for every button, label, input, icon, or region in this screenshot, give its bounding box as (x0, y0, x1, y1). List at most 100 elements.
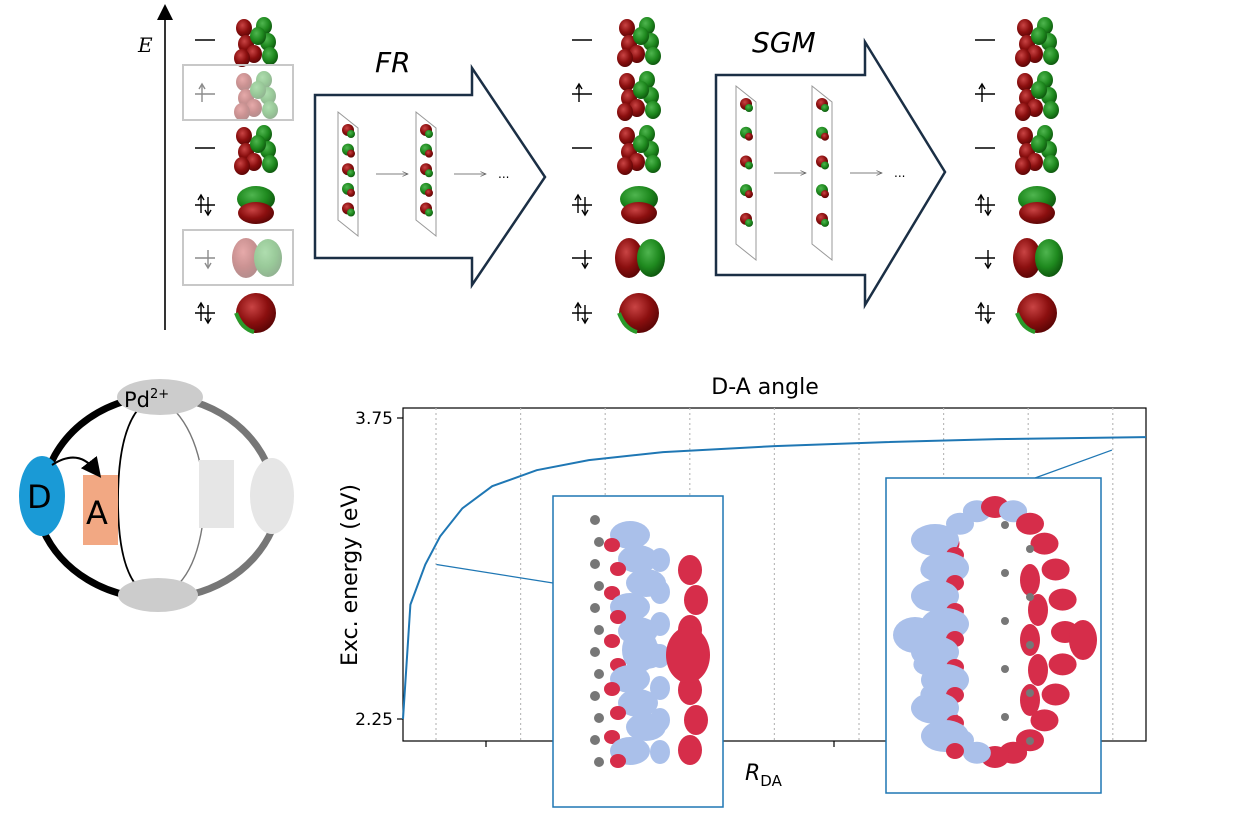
panel-orbital (745, 218, 753, 227)
panel-orbital (425, 169, 433, 178)
density-red (604, 538, 620, 552)
orbital-lobe-red (236, 19, 252, 37)
donor-shape (19, 456, 65, 536)
spin-head (204, 209, 212, 217)
density-blue (610, 521, 650, 549)
y-axis-label: Exc. energy (eV) (338, 484, 363, 666)
mo-column-initial (195, 17, 282, 334)
atom (590, 515, 600, 525)
metal-center-top (117, 379, 203, 415)
panel-orbital (347, 169, 355, 178)
spin-head (575, 82, 583, 90)
orbital-lobe-red (1019, 202, 1055, 224)
density-blue (650, 740, 670, 764)
orbital-lobe-green (262, 101, 278, 119)
atom (1001, 569, 1009, 577)
energy-level (195, 193, 215, 217)
atom (594, 713, 604, 723)
orbital-lobe-green (250, 27, 266, 45)
orbital-lobe-red (246, 45, 262, 63)
orbital-lobe-red (629, 45, 645, 63)
orbital-lobe-red (234, 49, 250, 67)
ring-inner-left (117, 395, 157, 599)
orbital-lobe-green (262, 155, 278, 173)
spin-head (984, 209, 992, 217)
density-red (678, 735, 702, 765)
connector-open (1034, 449, 1113, 479)
panel-orbital (821, 132, 829, 141)
orbital-lobe-red (617, 103, 633, 121)
orbital-lobe-red (232, 238, 260, 278)
orbital-panel (735, 84, 757, 262)
metal-label: Pd2+ (124, 387, 169, 412)
orbital-lobe-red (234, 157, 250, 175)
atom (590, 559, 600, 569)
panel-orbital (745, 132, 753, 141)
atom (1001, 521, 1009, 529)
panel-orbital (821, 218, 829, 227)
atom (594, 537, 604, 547)
panel-orbital (745, 104, 753, 112)
orbital-panel (415, 110, 437, 238)
orbital-lobe-red (246, 99, 262, 117)
energy-level (572, 250, 592, 270)
orbital-icon (617, 293, 659, 334)
atom (1001, 665, 1009, 673)
orbital-icon (1015, 125, 1059, 175)
orbital-lobe-green (645, 47, 661, 65)
energy-level (975, 250, 995, 270)
donor-label: D (27, 478, 52, 516)
spin-head (581, 262, 589, 270)
orbital-lobe-green (1043, 47, 1059, 65)
spin-head (984, 317, 992, 325)
orbital-icon (234, 293, 276, 334)
energy-level (572, 301, 592, 325)
density-red (1030, 709, 1059, 732)
energy-level (975, 301, 995, 325)
density-blue (650, 676, 670, 700)
orbital-lobe-red (619, 293, 659, 333)
mo-column-sgm (975, 17, 1063, 334)
panel-orbital (425, 188, 433, 197)
orbital-icon (1015, 71, 1059, 121)
density-red (604, 634, 620, 648)
orbital-lobe-red (1017, 127, 1033, 145)
density-red (604, 730, 620, 744)
orbital-lobe-green (633, 135, 649, 153)
acceptor-shadow (199, 460, 234, 528)
density-blue (911, 692, 959, 724)
orbital-panel (811, 84, 833, 262)
orbital-lobe-red (629, 153, 645, 171)
orbital-icon (1015, 17, 1059, 67)
density-red (1048, 588, 1077, 611)
series-line (402, 436, 1147, 720)
charge-transfer-arrow (51, 455, 102, 478)
density-blue (650, 708, 670, 732)
atom (1026, 737, 1034, 745)
density-red (678, 555, 702, 585)
atom (594, 625, 604, 635)
density-red (684, 585, 708, 615)
panel-orbital (347, 149, 355, 158)
orbital-lobe-green (262, 47, 278, 65)
orbital-lobe-red (1017, 73, 1033, 91)
orbital-icon (234, 71, 278, 121)
energy-level (195, 301, 215, 325)
orbital-icon (615, 238, 665, 278)
energy-level (572, 82, 592, 102)
orbital-panel (337, 110, 359, 238)
density-blue (650, 548, 670, 572)
density-red (1041, 683, 1070, 706)
energy-axis-label: E (137, 33, 153, 57)
acceptor-label: A (86, 494, 108, 532)
inset-open-density (893, 496, 1097, 768)
orbital-lobe-green (637, 239, 665, 277)
inset-open (885, 477, 1102, 794)
fr-arrow-label: FR (375, 46, 411, 79)
density-red (1069, 620, 1097, 660)
density-blue (911, 524, 959, 556)
density-blue (650, 580, 670, 604)
spin-head (978, 82, 986, 90)
density-red (1041, 558, 1070, 581)
